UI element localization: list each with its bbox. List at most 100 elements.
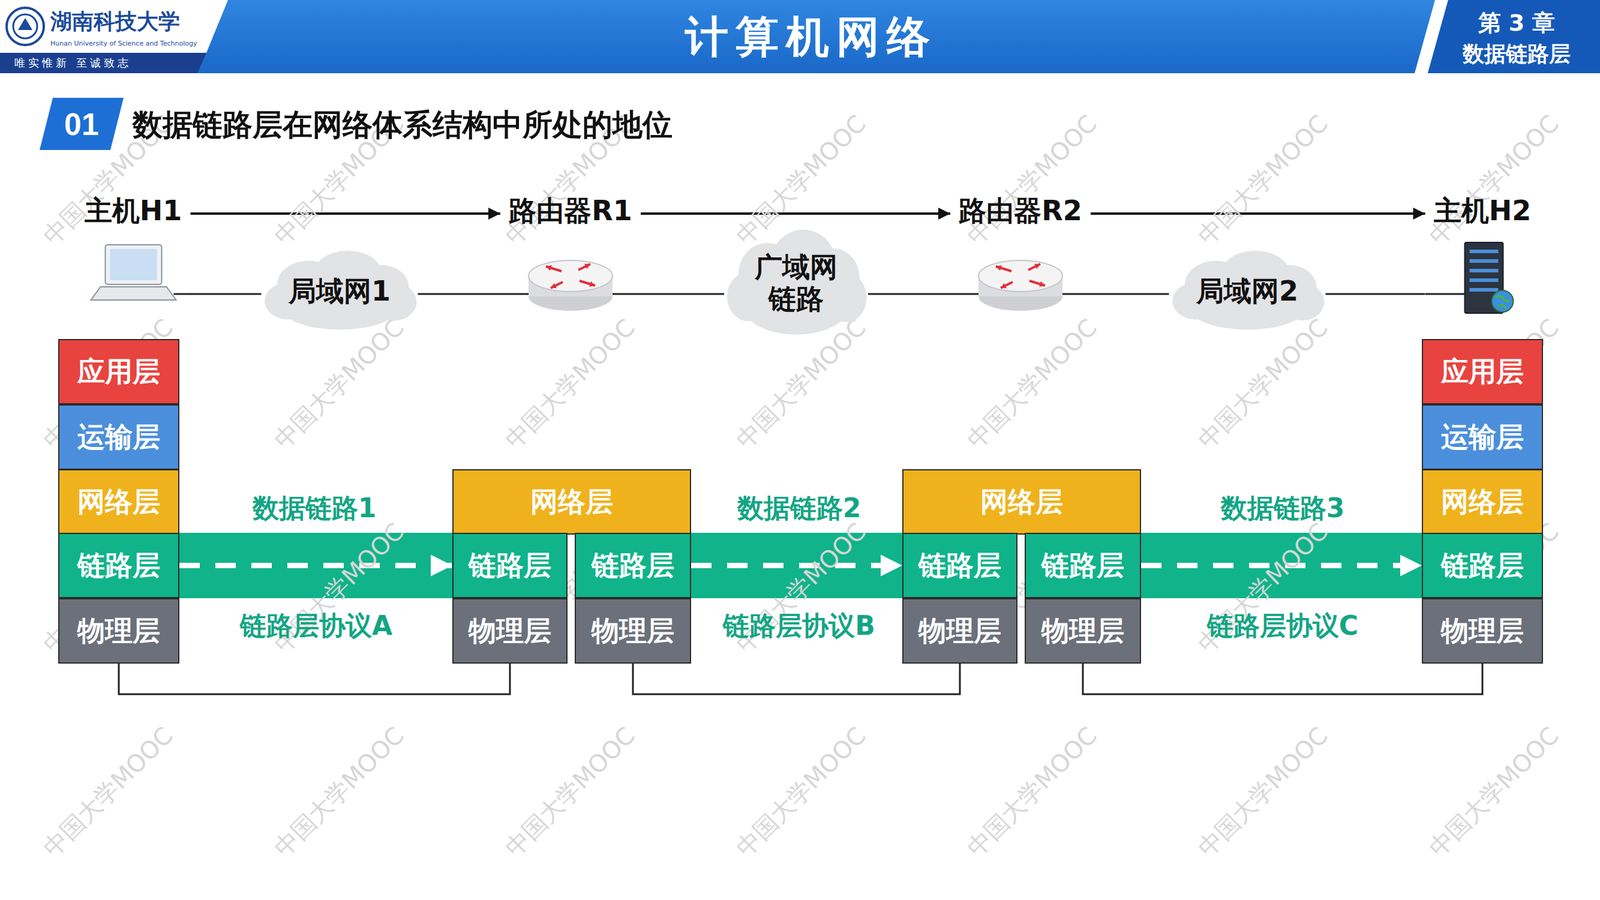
network-device: 主机H2: [1425, 193, 1541, 318]
protocol-layer: 物理层: [574, 598, 692, 664]
chapter-title: 数据链路层: [1462, 39, 1571, 69]
layer-label: 物理层: [468, 612, 552, 650]
network-device: 主机H1: [76, 193, 191, 318]
university-emblem: [17, 17, 33, 30]
network-device: 路由器R1: [500, 193, 641, 318]
laptop-display: [109, 248, 157, 281]
watermark: 中国大学MOOC: [497, 311, 643, 457]
badge-shape: [39, 97, 124, 150]
watermark: 中国大学MOOC: [35, 719, 181, 865]
watermark: 中国大学MOOC: [1190, 719, 1336, 865]
network-cloud: 广域网 链路: [724, 227, 869, 339]
protocol-layer: 应用层: [58, 338, 180, 405]
layer-label: 网络层: [77, 483, 161, 521]
layer-label: 物理层: [1441, 612, 1524, 650]
network-device: 路由器R2: [950, 193, 1091, 318]
link-arrow: [640, 293, 725, 296]
layer-label: 网络层: [530, 483, 614, 521]
layer-label: 运输层: [77, 418, 161, 456]
protocol-layer: 物理层: [452, 598, 568, 664]
chapter-number: 第 3 章: [1478, 7, 1556, 39]
layer-label: 网络层: [1441, 483, 1524, 521]
layer-label: 运输层: [1441, 418, 1524, 456]
section-badge: 01: [39, 97, 124, 150]
router-arrow: [1039, 281, 1046, 287]
laptop-screen: [104, 244, 162, 285]
watermark: 中国大学MOOC: [959, 107, 1105, 253]
server-slot: [1469, 268, 1499, 273]
router-arrow: [584, 263, 591, 270]
protocol-layer: 物理层: [1421, 598, 1544, 664]
protocol-name: 链路层协议C: [1207, 608, 1359, 644]
network-cloud: 局域网2: [1169, 248, 1326, 333]
section-heading: 数据链路层在网络体系结构中所处的地位: [132, 104, 673, 146]
university-emblem: [13, 14, 38, 39]
protocol-layer: 物理层: [902, 598, 1018, 664]
device-icon: [76, 239, 191, 318]
router-arrow: [1028, 263, 1041, 270]
link-arrow: [1325, 293, 1426, 296]
layer-label: 链路层: [1041, 547, 1125, 585]
layer-label: 物理层: [918, 612, 1002, 650]
link-line: [612, 293, 641, 296]
router-arrow: [545, 265, 552, 271]
university-emblem: [6, 7, 44, 45]
link-arrow: [190, 212, 501, 215]
globe-symbol: [1491, 290, 1514, 312]
laptop-base: [90, 286, 176, 300]
logo-panel: [0, 0, 228, 53]
network-label: 局域网2: [1196, 275, 1299, 308]
router-arrow: [1000, 283, 1007, 289]
header-band: [0, 0, 1600, 74]
protocol-layer: 链路层: [1024, 532, 1142, 599]
network-cloud: 局域网1: [261, 248, 419, 333]
globe-symbol: [1495, 295, 1510, 309]
link-name: 数据链路1: [252, 490, 377, 527]
protocol-layer: 运输层: [58, 404, 180, 470]
protocol-name: 链路层协议A: [239, 608, 393, 644]
layer-label: 应用层: [1441, 353, 1524, 391]
device-label: 主机H1: [76, 193, 191, 228]
watermark: 中国大学MOOC: [497, 719, 643, 865]
protocol-layer: 运输层: [1421, 404, 1544, 470]
watermark: 中国大学MOOC: [1190, 311, 1336, 457]
watermark: 中国大学MOOC: [1421, 719, 1567, 865]
data-link-arrow: [691, 562, 903, 569]
protocol-layer: 链路层: [1421, 532, 1544, 599]
link-line: [173, 293, 191, 296]
server-slot: [1469, 287, 1499, 292]
layer-label: 链路层: [1441, 547, 1524, 585]
device-label: 路由器R1: [500, 193, 641, 228]
protocol-layer: 链路层: [574, 532, 692, 599]
device-icon: [950, 239, 1091, 318]
protocol-layer: 物理层: [1024, 598, 1142, 664]
link-line: [500, 293, 529, 296]
router-arrow: [578, 263, 591, 270]
watermark: 中国大学MOOC: [728, 719, 874, 865]
router-top: [978, 260, 1063, 292]
page-title: 计算机网络: [685, 8, 938, 66]
layer-label: 链路层: [591, 547, 675, 585]
router-top: [528, 260, 613, 292]
network-label: 广域网 链路: [751, 251, 842, 315]
router-arrow: [589, 281, 596, 287]
university-name-en: Hunan University of Science and Technolo…: [50, 39, 197, 48]
layer-label: 链路层: [468, 547, 552, 585]
device-icon: [500, 239, 641, 318]
link-name: 数据链路3: [1220, 490, 1346, 527]
router-arrow: [550, 283, 557, 289]
device-label: 主机H2: [1425, 193, 1541, 228]
protocol-layer: 网络层: [58, 469, 180, 535]
protocol-layer: 链路层: [452, 532, 568, 599]
data-link-arrow: [179, 562, 453, 569]
link-arrow: [418, 293, 501, 296]
link-line: [1425, 293, 1466, 296]
protocol-layer: 网络层: [1421, 469, 1544, 535]
server-slot: [1469, 278, 1499, 282]
watermark: 中国大学MOOC: [959, 311, 1105, 457]
device-icon: [1425, 239, 1541, 318]
protocol-layer: 应用层: [1421, 338, 1544, 405]
bracket-line: [632, 663, 960, 695]
link-arrow: [1090, 212, 1426, 215]
